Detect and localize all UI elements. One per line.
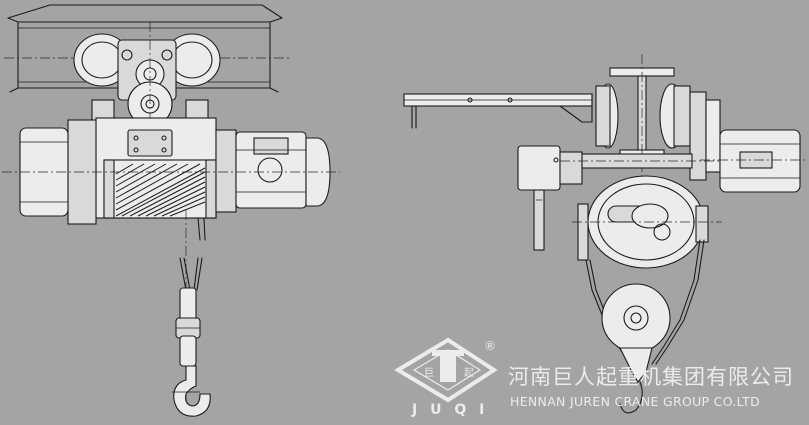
company-name-english: HENNAN JUREN CRANE GROUP CO.LTD bbox=[510, 394, 761, 409]
side-shaft bbox=[560, 153, 720, 169]
side-drum-housing bbox=[572, 175, 722, 269]
side-hook-sheave bbox=[601, 283, 671, 414]
side-wheels bbox=[595, 83, 721, 181]
support-arm bbox=[403, 93, 593, 129]
registered-mark: ® bbox=[484, 339, 496, 353]
logo-letters: J U Q I bbox=[411, 402, 488, 418]
control-box bbox=[517, 145, 583, 251]
logo-left-glyph: 巨 bbox=[424, 367, 434, 379]
side-view bbox=[403, 54, 808, 414]
front-view bbox=[2, 4, 340, 417]
rope-drum bbox=[103, 159, 217, 241]
company-logo: 巨 起 ® J U Q I bbox=[394, 337, 498, 418]
side-motor bbox=[700, 129, 808, 193]
wire-ropes bbox=[179, 257, 203, 291]
logo-right-glyph: 起 bbox=[464, 367, 474, 379]
trolley-wheels bbox=[73, 22, 221, 135]
right-motor bbox=[215, 129, 331, 213]
hook-block bbox=[172, 287, 211, 417]
company-name-chinese: 河南巨人起重机集团有限公司 bbox=[508, 365, 794, 389]
